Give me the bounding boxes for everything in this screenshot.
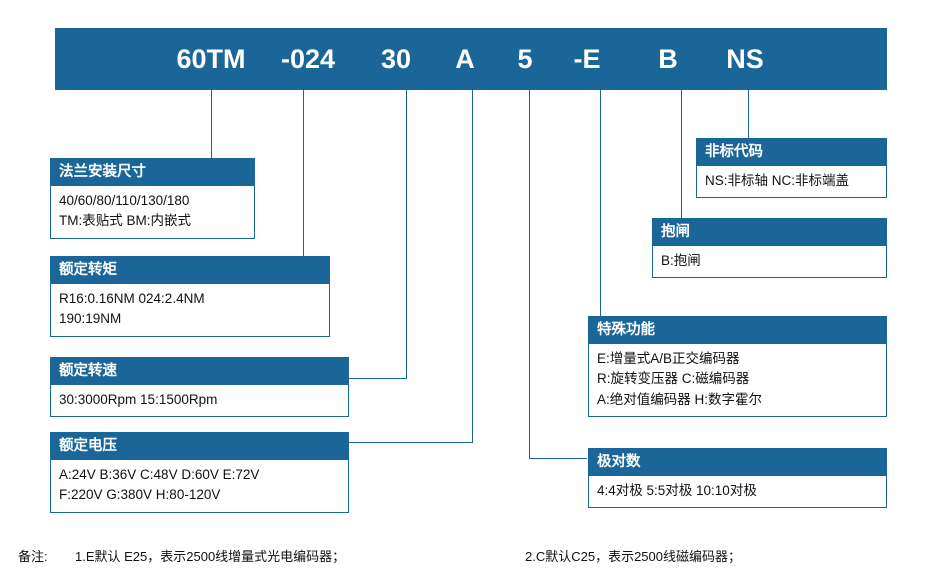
code-segment-brake: B xyxy=(658,44,678,74)
callout-special-title: 特殊功能 xyxy=(589,317,886,345)
leader-line-speed-v xyxy=(406,90,407,378)
leader-line-special-v xyxy=(600,90,601,316)
callout-torque: 额定转矩 R16:0.16NM 024:2.4NM 190:19NM xyxy=(50,256,330,337)
leader-line-poles-v xyxy=(529,90,530,458)
callout-poles-title: 极对数 xyxy=(589,449,886,477)
callout-nonstandard-body: NS:非标轴 NC:非标端盖 xyxy=(697,166,886,197)
leader-line-flange xyxy=(211,90,212,158)
callout-torque-body: R16:0.16NM 024:2.4NM 190:19NM xyxy=(51,284,329,336)
callout-flange-line-2: TM:表贴式 BM:内嵌式 xyxy=(59,213,191,229)
code-segment-nonstandard: NS xyxy=(726,44,764,74)
callout-torque-line-2: 190:19NM xyxy=(59,311,122,327)
code-segment-flange: 60TM xyxy=(176,44,246,74)
callout-voltage-line-1: A:24V B:36V C:48V D:60V E:72V xyxy=(59,467,260,483)
callout-flange-title: 法兰安装尺寸 xyxy=(51,159,254,187)
callout-poles: 极对数 4:4对极 5:5对极 10:10对极 xyxy=(588,448,887,509)
leader-line-torque xyxy=(303,90,304,256)
callout-voltage-title: 额定电压 xyxy=(51,433,348,461)
callout-flange: 法兰安装尺寸 40/60/80/110/130/180 TM:表贴式 BM:内嵌… xyxy=(50,158,255,239)
callout-speed-title: 额定转速 xyxy=(51,358,348,386)
callout-speed-body: 30:3000Rpm 15:1500Rpm xyxy=(51,385,348,416)
code-segment-voltage: A xyxy=(455,44,475,74)
leader-line-speed-h xyxy=(349,378,407,379)
leader-line-poles-h xyxy=(529,458,587,459)
callout-brake-title: 抱闸 xyxy=(653,219,886,247)
callout-torque-line-1: R16:0.16NM 024:2.4NM xyxy=(59,291,205,307)
callout-voltage-line-2: F:220V G:380V H:80-120V xyxy=(59,487,221,503)
leader-line-brake-v xyxy=(681,90,682,218)
notes-label: 备注: xyxy=(18,549,48,564)
leader-line-nonstandard xyxy=(748,90,749,138)
callout-flange-body: 40/60/80/110/130/180 TM:表贴式 BM:内嵌式 xyxy=(51,186,254,238)
code-segment-poles: 5 xyxy=(517,44,533,74)
callout-brake: 抱闸 B:抱闸 xyxy=(652,218,887,279)
callout-nonstandard-title: 非标代码 xyxy=(697,139,886,167)
callout-poles-line-1: 4:4对极 5:5对极 10:10对极 xyxy=(597,483,757,499)
code-segment-torque: -024 xyxy=(280,44,336,74)
callout-nonstandard-line-1: NS:非标轴 NC:非标端盖 xyxy=(705,173,850,189)
callout-speed: 额定转速 30:3000Rpm 15:1500Rpm xyxy=(50,357,349,418)
callout-voltage-body: A:24V B:36V C:48V D:60V E:72V F:220V G:3… xyxy=(51,460,348,512)
callout-flange-line-1: 40/60/80/110/130/180 xyxy=(59,193,190,209)
callout-speed-line-1: 30:3000Rpm 15:1500Rpm xyxy=(59,392,218,408)
leader-line-voltage-h xyxy=(349,442,473,443)
leader-line-voltage-v xyxy=(472,90,473,442)
code-segment-special: -E xyxy=(573,44,601,74)
note-2: 2.C默认C25，表示2500线磁编码器； xyxy=(525,549,741,564)
callout-brake-line-1: B:抱闸 xyxy=(661,253,701,269)
callout-poles-body: 4:4对极 5:5对极 10:10对极 xyxy=(589,476,886,507)
callout-torque-title: 额定转矩 xyxy=(51,257,329,285)
callout-voltage: 额定电压 A:24V B:36V C:48V D:60V E:72V F:220… xyxy=(50,432,349,513)
callout-brake-body: B:抱闸 xyxy=(653,246,886,277)
callout-special-line-3: A:绝对值编码器 H:数字霍尔 xyxy=(597,391,763,407)
callout-special-line-1: E:增量式A/B正交编码器 xyxy=(597,351,740,367)
callout-special-body: E:增量式A/B正交编码器 R:旋转变压器 C:磁编码器 A:绝对值编码器 H:… xyxy=(589,344,886,416)
callout-special-line-2: R:旋转变压器 C:磁编码器 xyxy=(597,371,750,387)
code-segment-speed: 30 xyxy=(380,44,412,74)
note-1: 1.E默认 E25，表示2500线增量式光电编码器； xyxy=(75,549,346,564)
callout-nonstandard: 非标代码 NS:非标轴 NC:非标端盖 xyxy=(696,138,887,199)
callout-special: 特殊功能 E:增量式A/B正交编码器 R:旋转变压器 C:磁编码器 A:绝对值编… xyxy=(588,316,887,417)
model-code-bar: 60TM -024 30 A 5 -E B NS xyxy=(55,28,887,90)
